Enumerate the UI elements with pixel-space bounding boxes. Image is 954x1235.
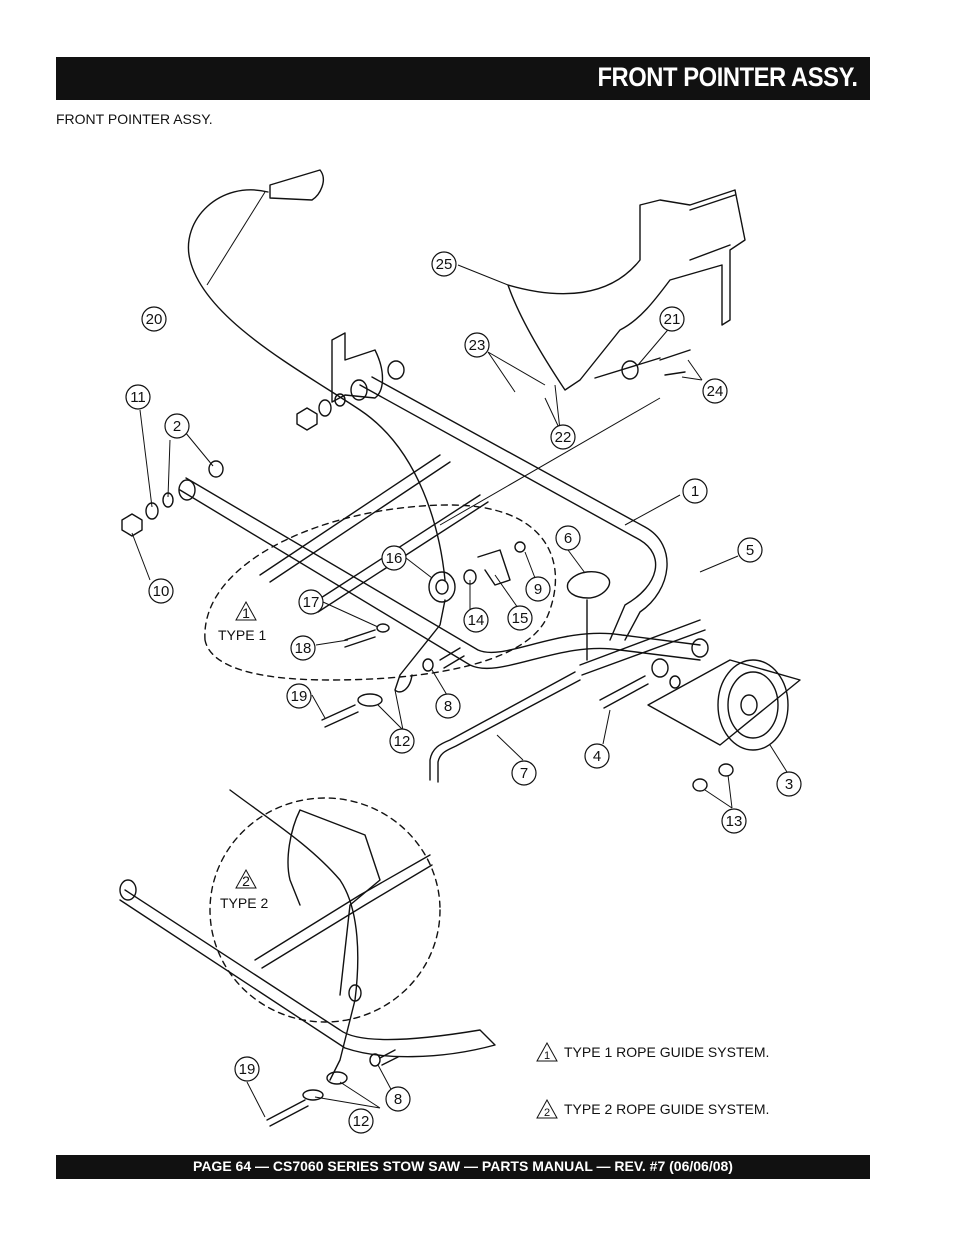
svg-text:19: 19 [291, 688, 308, 705]
svg-text:16: 16 [386, 550, 403, 567]
callout-17: 17 [298, 589, 324, 615]
svg-text:12: 12 [394, 733, 411, 750]
svg-text:18: 18 [295, 640, 312, 657]
svg-text:25: 25 [436, 256, 453, 273]
svg-text:17: 17 [303, 594, 320, 611]
svg-text:22: 22 [555, 429, 572, 446]
svg-text:1: 1 [242, 605, 250, 621]
svg-text:20: 20 [146, 311, 163, 328]
svg-text:13: 13 [726, 813, 743, 830]
callout-12-type2: 12 [348, 1108, 374, 1134]
footer-text: PAGE 64 — CS7060 SERIES STOW SAW — PARTS… [193, 1158, 733, 1174]
triangle-2-icon: 2 [536, 1099, 558, 1119]
callout-9: 9 [525, 576, 551, 602]
type2-marker: 2 TYPE 2 [220, 868, 268, 911]
callout-19-type2: 19 [234, 1056, 260, 1082]
svg-text:23: 23 [469, 337, 486, 354]
callout-19: 19 [286, 683, 312, 709]
callout-1: 1 [682, 478, 708, 504]
triangle-1-icon: 1 [536, 1042, 558, 1062]
svg-text:7: 7 [520, 765, 528, 782]
svg-text:3: 3 [785, 776, 793, 793]
svg-text:TYPE 1: TYPE 1 [218, 627, 266, 643]
callout-8-type2: 8 [385, 1086, 411, 1112]
svg-text:5: 5 [746, 542, 754, 559]
svg-text:11: 11 [130, 389, 146, 406]
mount-plate [507, 189, 746, 391]
svg-text:12: 12 [353, 1113, 370, 1130]
callout-7: 7 [511, 760, 537, 786]
section-subtitle: FRONT POINTER ASSY. [56, 111, 213, 127]
callout-18: 18 [290, 635, 316, 661]
svg-text:8: 8 [444, 698, 452, 715]
svg-text:9: 9 [534, 581, 542, 598]
callout-3: 3 [776, 771, 802, 797]
svg-text:6: 6 [564, 530, 572, 547]
svg-text:TYPE 2: TYPE 2 [220, 895, 268, 911]
svg-text:2: 2 [242, 873, 250, 889]
type1-region [204, 504, 557, 681]
svg-text:1: 1 [691, 483, 699, 500]
svg-text:14: 14 [468, 612, 485, 629]
callout-16: 16 [381, 545, 407, 571]
legend-type2: 2 TYPE 2 ROPE GUIDE SYSTEM. [536, 1099, 769, 1119]
footer-bar: PAGE 64 — CS7060 SERIES STOW SAW — PARTS… [56, 1155, 870, 1179]
svg-text:21: 21 [664, 311, 681, 328]
legend-type2-text: TYPE 2 ROPE GUIDE SYSTEM. [564, 1101, 770, 1117]
callout-23: 23 [464, 332, 490, 358]
svg-text:1: 1 [544, 1050, 550, 1062]
callout-5: 5 [737, 537, 763, 563]
callout-8: 8 [435, 693, 461, 719]
svg-text:24: 24 [707, 383, 724, 400]
callout-21: 21 [659, 306, 685, 332]
frame-tube [179, 489, 701, 670]
callout-12: 12 [389, 728, 415, 754]
callout-14: 14 [463, 607, 489, 633]
callout-10: 10 [148, 578, 174, 604]
svg-text:2: 2 [544, 1107, 550, 1119]
callout-6: 6 [555, 525, 581, 551]
callout-2: 2 [164, 413, 190, 439]
callout-15: 15 [507, 605, 533, 631]
page-title: FRONT POINTER ASSY. [597, 62, 859, 92]
legend-type1: 1 TYPE 1 ROPE GUIDE SYSTEM. [536, 1042, 769, 1062]
header-bar: FRONT POINTER ASSY. [56, 57, 870, 100]
rope [187, 189, 446, 581]
pointer-rod [429, 671, 581, 783]
callout-22: 22 [550, 424, 576, 450]
svg-text:15: 15 [512, 610, 529, 627]
callout-25: 25 [431, 251, 457, 277]
callout-24: 24 [702, 378, 728, 404]
callout-13: 13 [721, 808, 747, 834]
callout-4: 4 [584, 743, 610, 769]
svg-text:4: 4 [593, 748, 601, 765]
svg-text:8: 8 [394, 1091, 402, 1108]
type2-region [209, 797, 441, 1023]
svg-text:10: 10 [153, 583, 170, 600]
svg-text:2: 2 [173, 418, 181, 435]
svg-text:19: 19 [239, 1061, 256, 1078]
callout-20: 20 [141, 306, 167, 332]
callout-11: 11 [125, 384, 151, 410]
legend-type1-text: TYPE 1 ROPE GUIDE SYSTEM. [564, 1044, 770, 1060]
type1-marker: 1 TYPE 1 [218, 600, 266, 643]
